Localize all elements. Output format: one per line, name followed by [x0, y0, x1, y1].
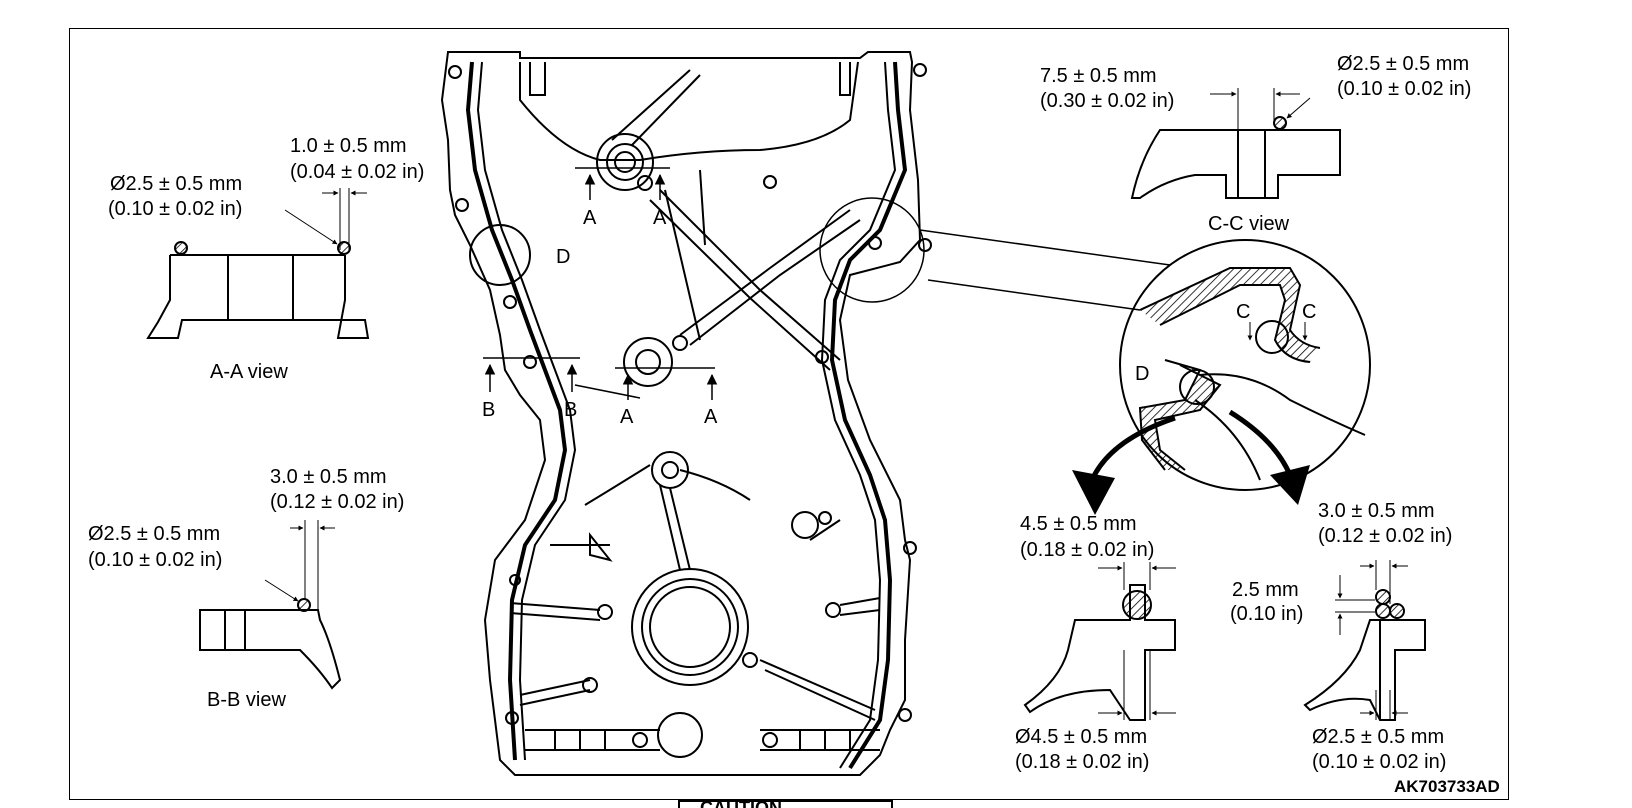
d1-top-in: (0.18 ± 0.02 in)	[1020, 539, 1154, 561]
d-detail-left	[1023, 562, 1176, 721]
bb-view-section	[199, 520, 342, 690]
bb-dia-mm: Ø2.5 ± 0.5 mm	[88, 523, 220, 545]
section-c-label-1: C	[1236, 301, 1250, 323]
section-c-label-2: C	[1302, 301, 1316, 323]
detail-d-label: D	[556, 246, 570, 268]
d2-mid-in: (0.10 in)	[1230, 603, 1303, 625]
section-a-label-4: A	[704, 406, 718, 428]
section-a-label-3: A	[620, 406, 634, 428]
figure-frame	[69, 28, 1509, 800]
bb-dim-top-mm: 3.0 ± 0.5 mm	[270, 466, 387, 488]
aa-view-title: A-A view	[210, 361, 288, 383]
bb-dia-in: (0.10 ± 0.02 in)	[88, 549, 222, 571]
aa-dia-mm: Ø2.5 ± 0.5 mm	[110, 173, 242, 195]
detail-pointer-arrows	[1072, 409, 1310, 515]
bb-dim-top-in: (0.12 ± 0.02 in)	[270, 491, 404, 513]
aa-dim-top-mm: 1.0 ± 0.5 mm	[290, 135, 407, 157]
d2-bot-mm: Ø2.5 ± 0.5 mm	[1312, 726, 1444, 748]
d1-top-mm: 4.5 ± 0.5 mm	[1020, 513, 1137, 535]
d2-top-mm: 3.0 ± 0.5 mm	[1318, 500, 1435, 522]
caution-box	[678, 800, 893, 808]
section-cut-lines	[483, 167, 718, 400]
d2-bot-in: (0.10 ± 0.02 in)	[1312, 751, 1446, 773]
d2-mid-mm: 2.5 mm	[1232, 579, 1299, 601]
cc-dia-in: (0.10 ± 0.02 in)	[1337, 78, 1471, 100]
bb-view-title: B-B view	[207, 689, 286, 711]
timing-chain-case	[440, 51, 932, 776]
section-b-label-2: B	[564, 399, 577, 421]
section-a-label-1: A	[583, 207, 597, 229]
d-detail-right	[1303, 560, 1426, 721]
aa-view-section	[146, 188, 370, 339]
figure-code: AK703733AD	[1394, 777, 1500, 796]
d1-bot-mm: Ø4.5 ± 0.5 mm	[1015, 726, 1147, 748]
cc-dim-left-in: (0.30 ± 0.02 in)	[1040, 90, 1174, 112]
caution-label: CAUTION	[700, 801, 782, 808]
d2-top-in: (0.12 ± 0.02 in)	[1318, 525, 1452, 547]
aa-dim-top-in: (0.04 ± 0.02 in)	[290, 161, 424, 183]
magnified-detail	[919, 229, 1371, 491]
cc-dim-left-mm: 7.5 ± 0.5 mm	[1040, 65, 1157, 87]
section-a-label-2: A	[653, 207, 667, 229]
section-b-label-1: B	[482, 399, 495, 421]
aa-dia-in: (0.10 ± 0.02 in)	[108, 198, 242, 220]
cc-dia-mm: Ø2.5 ± 0.5 mm	[1337, 53, 1469, 75]
cc-view-section	[1130, 88, 1341, 199]
d1-bot-in: (0.18 ± 0.02 in)	[1015, 751, 1149, 773]
cc-view-title: C-C view	[1208, 213, 1290, 235]
detail-d-magnified-label: D	[1135, 363, 1149, 385]
